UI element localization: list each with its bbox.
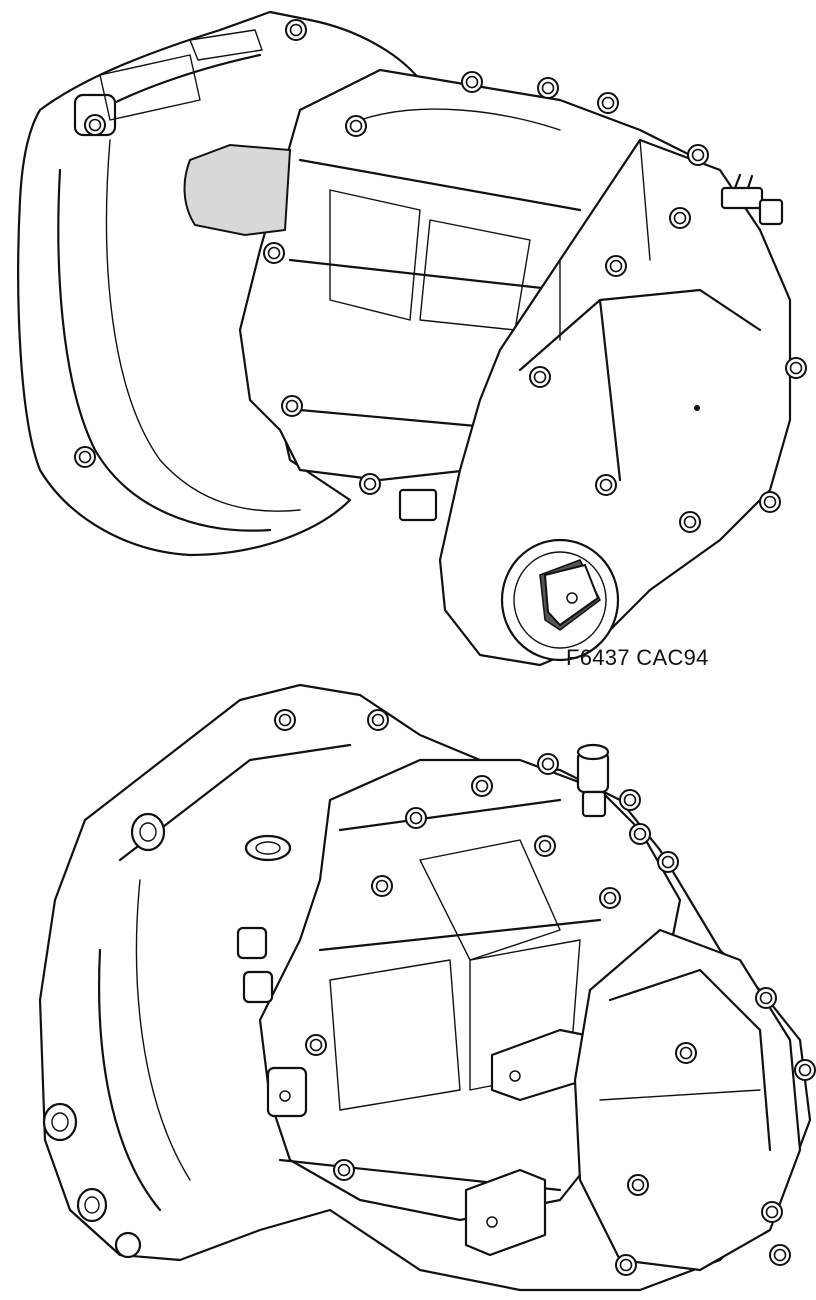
top-rubber-mount: [500, 538, 620, 662]
bottom-lower-bracket: [464, 1168, 547, 1257]
gearbox-top-view: [17, 10, 807, 667]
bottom-breather-fitting: [576, 743, 610, 818]
top-end-cover: [438, 138, 792, 667]
top-bracket: [398, 488, 438, 522]
top-sensor-connector: [720, 173, 784, 226]
gearbox-bottom-view: [38, 683, 816, 1292]
figure-reference-label: F6437 CAC94: [566, 645, 709, 670]
top-shaded-boss: [183, 143, 292, 237]
